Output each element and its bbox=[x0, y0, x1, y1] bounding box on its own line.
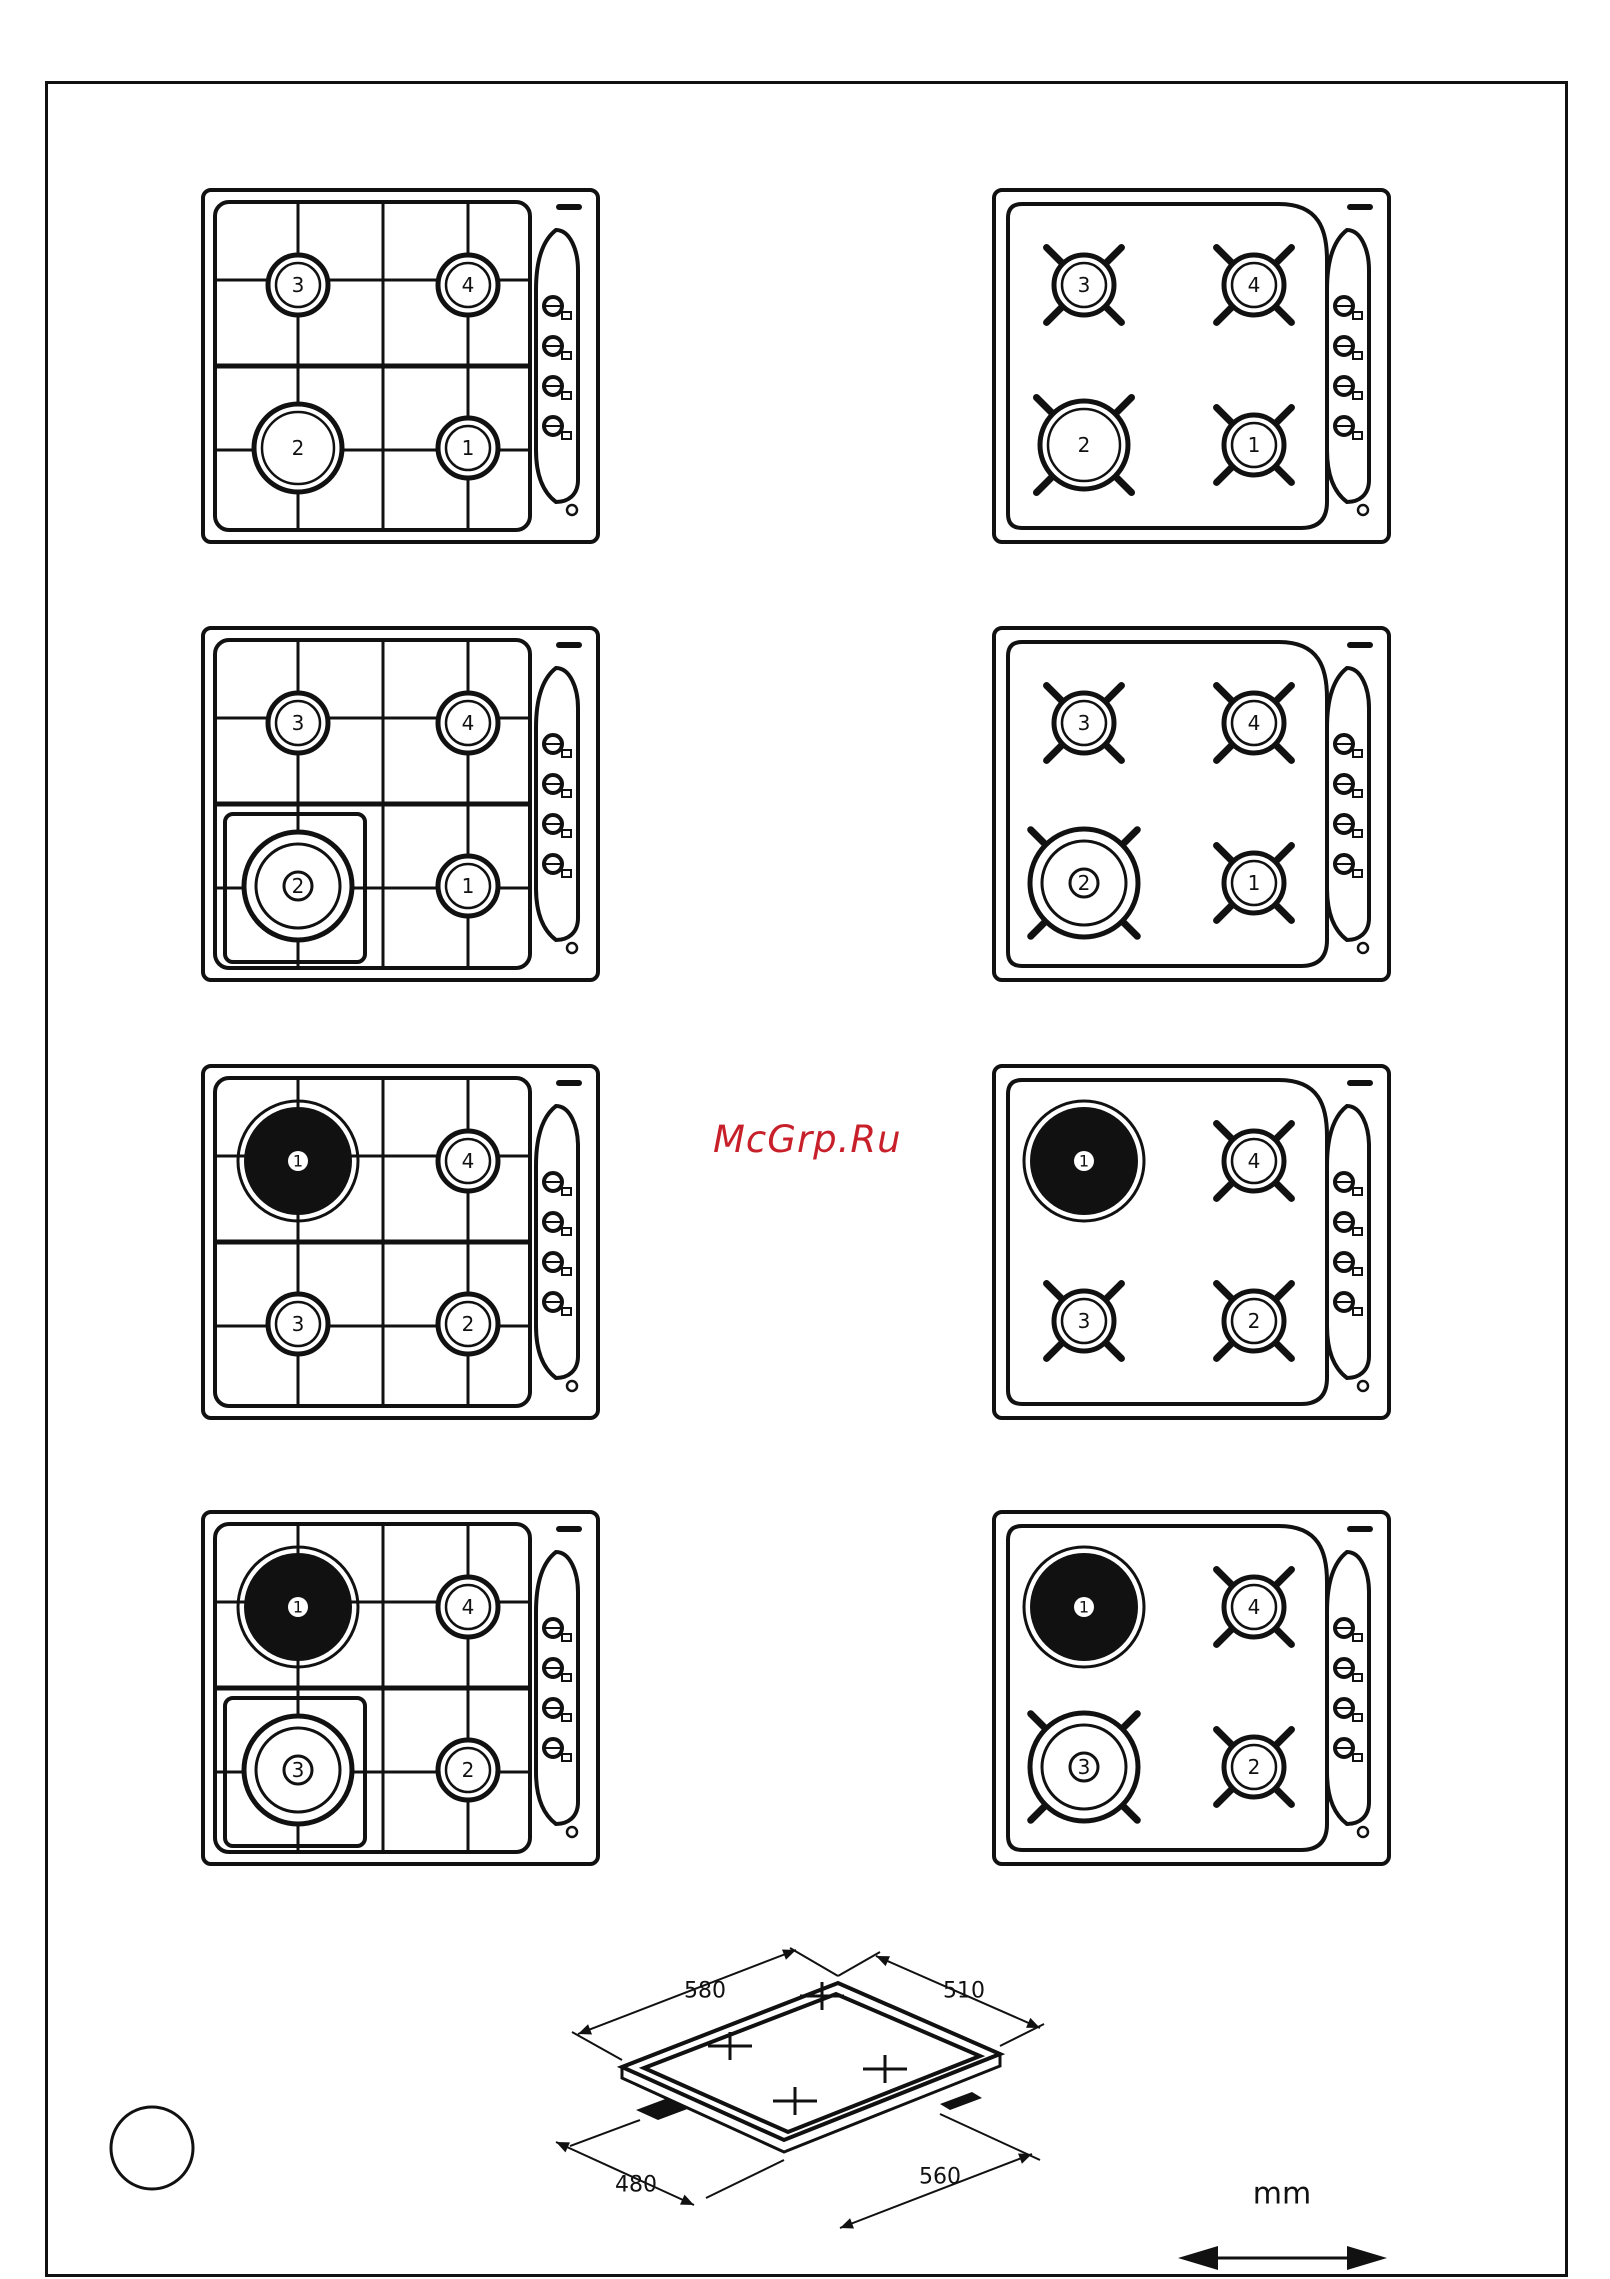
extension-line bbox=[940, 2114, 1040, 2160]
burner-label: 2 bbox=[1078, 871, 1091, 895]
burner-label: 2 bbox=[1248, 1309, 1261, 1333]
hob-panel: 3 4 2 1 bbox=[994, 190, 1389, 542]
burner-label: 2 bbox=[462, 1758, 475, 1782]
dimension-label-480: 480 bbox=[615, 2173, 657, 2198]
hob-panel: 3 4 2 1 bbox=[203, 190, 598, 542]
burner-label: 4 bbox=[462, 711, 475, 735]
burner-label: 2 bbox=[292, 874, 305, 898]
arrow-right-icon bbox=[1347, 2246, 1387, 2270]
burner-label: 1 bbox=[293, 1598, 303, 1617]
arrowhead bbox=[578, 2024, 592, 2034]
logo-badge bbox=[556, 1080, 582, 1086]
burner-label: 4 bbox=[462, 1149, 475, 1173]
region-circle bbox=[111, 2107, 193, 2189]
burner-label: 1 bbox=[293, 1152, 303, 1171]
extension-line bbox=[572, 2032, 622, 2060]
logo-badge bbox=[556, 1526, 582, 1532]
hob-panel: 1 4 3 2 bbox=[994, 1066, 1389, 1418]
arrow-left-icon bbox=[1178, 2246, 1218, 2270]
burner-label: 3 bbox=[292, 273, 305, 297]
burner-label: 2 bbox=[292, 436, 305, 460]
logo-badge bbox=[1347, 1080, 1373, 1086]
logo-badge bbox=[556, 204, 582, 210]
burner-label: 1 bbox=[462, 874, 475, 898]
logo-badge bbox=[1347, 642, 1373, 648]
burner-label: 2 bbox=[1248, 1755, 1261, 1779]
burner-label: 4 bbox=[462, 1595, 475, 1619]
cutout-bracket bbox=[636, 2098, 690, 2120]
extension-line bbox=[570, 2120, 640, 2146]
burner-label: 3 bbox=[1078, 273, 1091, 297]
extension-line bbox=[706, 2160, 784, 2198]
logo-badge bbox=[1347, 204, 1373, 210]
dimension-drawing: 580 510 480 560 bbox=[556, 1948, 1044, 2228]
burner-label: 3 bbox=[1078, 1309, 1091, 1333]
burner-label: 2 bbox=[462, 1312, 475, 1336]
logo-badge bbox=[1347, 1526, 1373, 1532]
arrowhead bbox=[840, 2218, 854, 2228]
burner-label: 4 bbox=[1248, 273, 1261, 297]
extension-line bbox=[838, 1952, 880, 1976]
hob-outline bbox=[994, 190, 1389, 542]
arrowhead bbox=[782, 1950, 796, 1960]
burner-label: 2 bbox=[1078, 433, 1091, 457]
burner-label: 4 bbox=[1248, 711, 1261, 735]
burner-label: 3 bbox=[1078, 1755, 1091, 1779]
burner-label: 4 bbox=[462, 273, 475, 297]
hob-panel: 1 4 3 2 bbox=[203, 1512, 598, 1864]
unit-label: mm bbox=[1253, 2177, 1311, 2212]
burner-label: 3 bbox=[292, 711, 305, 735]
burner-label: 1 bbox=[1079, 1598, 1089, 1617]
hob-panel: 3 4 2 1 bbox=[994, 628, 1389, 980]
burner-label: 1 bbox=[1248, 433, 1261, 457]
arrowhead bbox=[1018, 2154, 1032, 2164]
hob-panel: 1 4 3 2 bbox=[994, 1512, 1389, 1864]
burner-label: 4 bbox=[1248, 1595, 1261, 1619]
watermark: McGrp.Ru bbox=[713, 1118, 902, 1161]
burner-label: 1 bbox=[1248, 871, 1261, 895]
burner-label: 3 bbox=[292, 1758, 305, 1782]
unit-indicator: mm bbox=[1178, 2177, 1387, 2271]
extension-line bbox=[790, 1948, 838, 1976]
dimension-label-560: 560 bbox=[919, 2165, 961, 2190]
dimension-label-580: 580 bbox=[684, 1979, 726, 2004]
hob-panel: 3 4 2 1 bbox=[203, 628, 598, 980]
cutout-bracket bbox=[940, 2092, 982, 2110]
burner-label: 1 bbox=[1079, 1152, 1089, 1171]
burner-label: 4 bbox=[1248, 1149, 1261, 1173]
dimension-label-510: 510 bbox=[943, 1979, 985, 2004]
burner-label: 3 bbox=[1078, 711, 1091, 735]
logo-badge bbox=[556, 642, 582, 648]
burner-label: 3 bbox=[292, 1312, 305, 1336]
burner-label: 1 bbox=[462, 436, 475, 460]
hob-panel: 1 4 3 2 bbox=[203, 1066, 598, 1418]
